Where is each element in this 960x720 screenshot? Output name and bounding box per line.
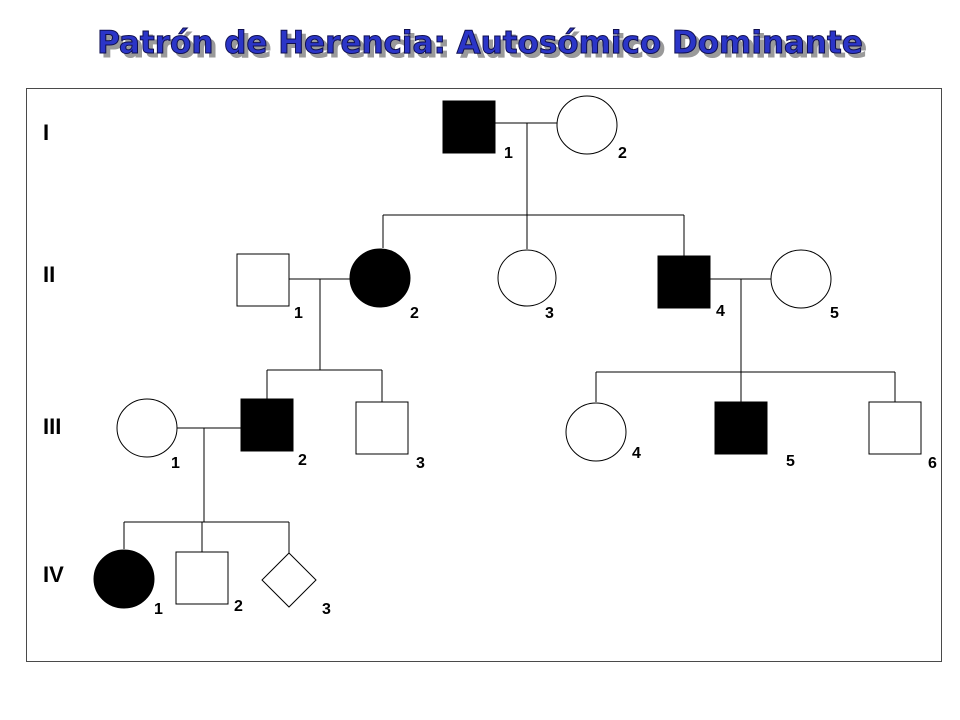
individual-i-2-circle [556,95,618,155]
individual-ii-5-circle [770,249,832,309]
individual-iii-3-square [355,401,409,455]
title-shadow: Patrón de Herencia: Autosómico Dominante [101,29,867,65]
individual-iii-4-circle [565,402,627,462]
individual-number-iii-1: 1 [171,455,180,472]
pedigree-frame [26,88,942,662]
individual-number-iii-4: 4 [632,445,641,462]
individual-ii-4-square-affected [657,255,711,309]
individual-numbers: 1 2 1 2 3 4 5 1 2 3 4 5 6 1 2 3 [154,145,937,618]
individual-iv-1-circle-affected [93,549,155,609]
page-title: Patrón de Herencia: Autosómico Dominante [97,25,863,61]
individual-iv-2-square [175,551,229,605]
individual-ii-3-circle [497,249,557,307]
individual-ii-1-square [236,253,290,307]
individual-number-ii-5: 5 [830,305,839,322]
individual-number-i-1: 1 [504,145,513,162]
individual-number-ii-4: 4 [716,303,725,320]
generation-label-II: II [43,262,55,287]
individual-iii-1-circle [116,398,178,458]
individual-iii-2-square-affected [240,398,294,452]
individual-ii-2-circle-affected [349,248,411,308]
individual-number-iii-6: 6 [928,455,937,472]
individual-number-iii-2: 2 [298,452,307,469]
individual-number-ii-2: 2 [410,305,419,322]
individual-number-iii-5: 5 [786,453,795,470]
individual-number-ii-3: 3 [545,305,554,322]
individual-number-iv-3: 3 [322,601,331,618]
individual-iii-6-square [868,401,922,455]
individual-number-iv-2: 2 [234,598,243,615]
individual-number-ii-1: 1 [294,305,303,322]
generation-label-I: I [43,120,49,145]
title-banner: Patrón de Herencia: Autosómico Dominante… [0,18,960,74]
individual-number-iii-3: 3 [416,455,425,472]
pedigree-symbols [93,95,922,609]
individual-iv-3-diamond [261,552,317,608]
individual-number-iv-1: 1 [154,601,163,618]
generation-label-III: III [43,414,61,439]
individual-number-i-2: 2 [618,145,627,162]
individual-i-1-square-affected [442,100,496,154]
individual-iii-5-square-affected [714,401,768,455]
pedigree-lines [123,122,896,553]
generation-label-IV: IV [43,562,64,587]
